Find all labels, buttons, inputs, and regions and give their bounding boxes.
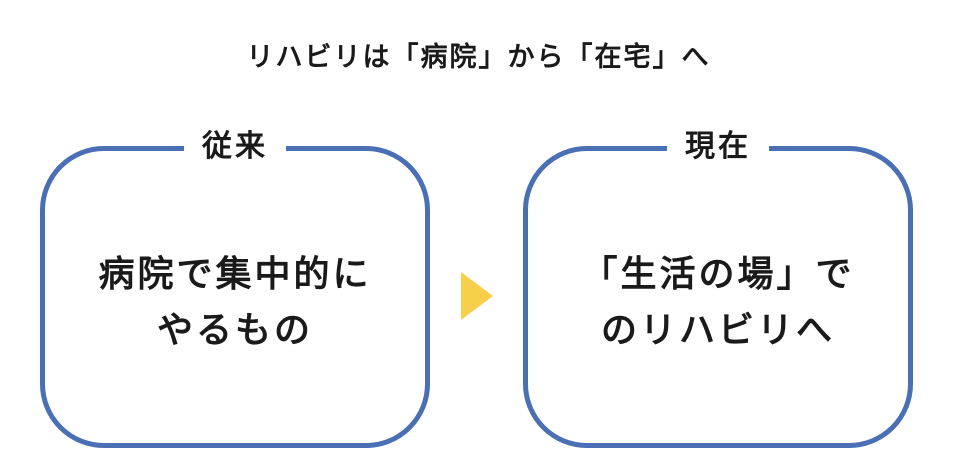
after-text-line: 「生活の場」で: [581, 254, 855, 295]
before-label: 従来: [184, 125, 286, 169]
after-text-line: のリハビリへ: [600, 310, 835, 351]
before-box: 従来 病院で集中的に やるもの: [40, 125, 430, 448]
right-triangle-arrow-icon: [461, 272, 493, 320]
after-label: 現在: [667, 125, 769, 169]
after-box: 現在 「生活の場」で のリハビリへ: [523, 125, 913, 448]
before-text-line: 病院で集中的に: [98, 254, 372, 295]
after-text: 「生活の場」で のリハビリへ: [528, 247, 908, 359]
diagram-title: リハビリは「病院」から「在宅」へ: [246, 42, 711, 73]
before-text-line: やるもの: [156, 310, 313, 351]
before-text: 病院で集中的に やるもの: [45, 247, 425, 359]
